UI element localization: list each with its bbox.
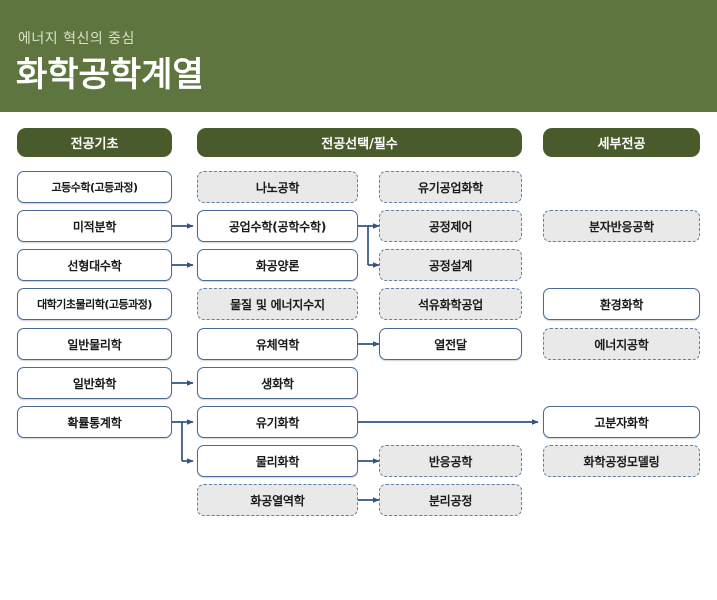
node-label: 분자반응공학 — [588, 219, 655, 234]
node-basics-2[interactable]: 선형대수학 — [17, 249, 172, 281]
column-header-major-elective: 전공선택/필수 — [197, 128, 522, 157]
column-header-major-basics: 전공기초 — [17, 128, 172, 157]
node-specialization-1[interactable]: 환경화학 — [543, 288, 700, 320]
node-core-left-3[interactable]: 물질 및 에너지수지 — [197, 288, 358, 320]
column-header-specialization: 세부전공 — [543, 128, 700, 157]
node-label: 유체역학 — [255, 337, 300, 352]
branch-stats-trunk — [172, 421, 183, 461]
node-core-left-4[interactable]: 유체역학 — [197, 328, 358, 360]
node-label: 열전달 — [434, 337, 467, 352]
node-label: 공업수학(공학수학) — [228, 219, 327, 234]
branch-engmath-trunk — [358, 225, 369, 265]
node-basics-3[interactable]: 대학기초물리학(고등과정) — [17, 288, 172, 320]
node-specialization-0[interactable]: 분자반응공학 — [543, 210, 700, 242]
node-label: 미적분학 — [72, 219, 117, 234]
node-label: 확률통계학 — [67, 415, 122, 430]
node-label: 화학공정모델링 — [583, 454, 660, 469]
node-basics-5[interactable]: 일반화학 — [17, 367, 172, 399]
column-header-label: 전공기초 — [70, 137, 119, 152]
node-label: 환경화학 — [599, 297, 644, 312]
node-specialization-3[interactable]: 고분자화학 — [543, 406, 700, 438]
node-label: 고분자화학 — [594, 415, 649, 430]
node-label: 에너지공학 — [594, 337, 649, 352]
node-core-right-2[interactable]: 공정설계 — [379, 249, 522, 281]
page-title: 화학공학계열 — [16, 55, 204, 95]
node-core-left-7[interactable]: 물리화학 — [197, 445, 358, 477]
node-label: 선형대수학 — [67, 258, 122, 273]
node-label: 대학기초물리학(고등과정) — [37, 298, 152, 311]
node-label: 일반화학 — [72, 376, 117, 391]
node-specialization-2[interactable]: 에너지공학 — [543, 328, 700, 360]
node-label: 일반물리학 — [67, 337, 122, 352]
node-core-left-0[interactable]: 나노공학 — [197, 171, 358, 203]
node-label: 분리공정 — [428, 493, 473, 508]
banner-subtitle: 에너지 혁신의 중심 — [18, 31, 135, 47]
node-basics-4[interactable]: 일반물리학 — [17, 328, 172, 360]
node-core-right-0[interactable]: 유기공업화학 — [379, 171, 522, 203]
node-basics-6[interactable]: 확률통계학 — [17, 406, 172, 438]
node-label: 생화학 — [261, 376, 294, 391]
node-specialization-4[interactable]: 화학공정모델링 — [543, 445, 700, 477]
curriculum-diagram: 전공기초 전공선택/필수 세부전공 고등수학(고등과정) 미적분학 선형대수학 … — [0, 112, 717, 600]
column-header-label: 세부전공 — [597, 137, 646, 152]
node-basics-1[interactable]: 미적분학 — [17, 210, 172, 242]
node-label: 화공열역학 — [250, 493, 305, 508]
node-core-left-5[interactable]: 생화학 — [197, 367, 358, 399]
node-label: 석유화학공업 — [417, 297, 484, 312]
node-core-left-2[interactable]: 화공양론 — [197, 249, 358, 281]
node-core-left-6[interactable]: 유기화학 — [197, 406, 358, 438]
node-label: 공정제어 — [428, 219, 473, 234]
node-label: 물질 및 에너지수지 — [230, 297, 325, 312]
page-banner: 에너지 혁신의 중심 화학공학계열 — [0, 0, 717, 112]
node-label: 나노공학 — [255, 180, 300, 195]
node-label: 고등수학(고등과정) — [51, 181, 138, 194]
node-label: 공정설계 — [428, 258, 473, 273]
node-core-right-6[interactable]: 분리공정 — [379, 484, 522, 516]
column-header-label: 전공선택/필수 — [321, 137, 398, 152]
node-label: 화공양론 — [255, 258, 300, 273]
node-core-left-8[interactable]: 화공열역학 — [197, 484, 358, 516]
node-core-right-1[interactable]: 공정제어 — [379, 210, 522, 242]
node-core-right-4[interactable]: 열전달 — [379, 328, 522, 360]
node-label: 물리화학 — [255, 454, 300, 469]
node-basics-0[interactable]: 고등수학(고등과정) — [17, 171, 172, 203]
node-core-right-5[interactable]: 반응공학 — [379, 445, 522, 477]
node-label: 유기공업화학 — [417, 180, 484, 195]
node-core-left-1[interactable]: 공업수학(공학수학) — [197, 210, 358, 242]
node-label: 유기화학 — [255, 415, 300, 430]
node-label: 반응공학 — [428, 454, 473, 469]
node-core-right-3[interactable]: 석유화학공업 — [379, 288, 522, 320]
